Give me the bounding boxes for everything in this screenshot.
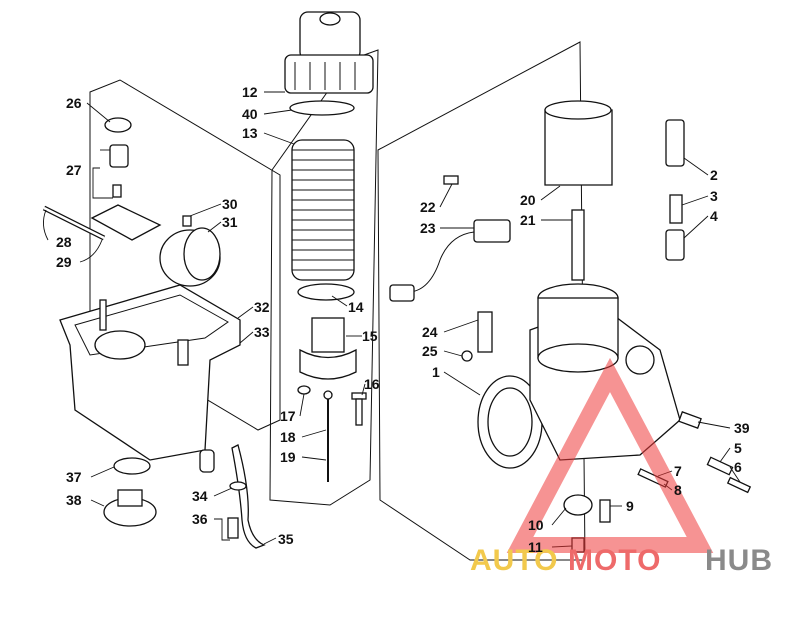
label-19: 19 bbox=[280, 449, 296, 465]
label-9: 9 bbox=[626, 498, 634, 514]
label-38: 38 bbox=[66, 492, 82, 508]
float bbox=[159, 215, 221, 287]
float-pin-arm bbox=[42, 204, 162, 241]
label-34: 34 bbox=[192, 488, 208, 504]
drain-plug bbox=[103, 457, 157, 527]
label-10: 10 bbox=[528, 517, 544, 533]
label-22: 22 bbox=[420, 199, 436, 215]
leader-lines bbox=[43, 91, 741, 548]
label-15: 15 bbox=[362, 328, 378, 344]
label-23: 23 bbox=[420, 220, 436, 236]
watermark-moto: MOTO bbox=[568, 544, 661, 577]
throttle-sensor bbox=[389, 219, 511, 302]
label-31: 31 bbox=[222, 214, 238, 230]
label-16: 16 bbox=[364, 376, 380, 392]
retainer-plate bbox=[297, 283, 355, 301]
label-21: 21 bbox=[520, 212, 536, 228]
throttle-slide bbox=[544, 100, 613, 281]
label-1: 1 bbox=[432, 364, 440, 380]
small-fasteners bbox=[443, 175, 493, 362]
jet-needle bbox=[297, 385, 333, 482]
label-4: 4 bbox=[710, 208, 718, 224]
label-25: 25 bbox=[422, 343, 438, 359]
cap-o-ring bbox=[289, 100, 355, 116]
label-7: 7 bbox=[674, 463, 682, 479]
label-3: 3 bbox=[710, 188, 718, 204]
label-5: 5 bbox=[734, 440, 742, 456]
label-14: 14 bbox=[348, 299, 364, 315]
automotohub-watermark: AUTO MOTO HUB bbox=[470, 357, 773, 577]
label-35: 35 bbox=[278, 531, 294, 547]
label-17: 17 bbox=[280, 408, 296, 424]
part-labels: 12 40 13 14 15 16 17 18 19 26 27 28 29 3… bbox=[56, 84, 750, 555]
choke-plunger bbox=[665, 119, 685, 261]
carb-cap bbox=[284, 11, 374, 94]
needle-screw bbox=[351, 392, 367, 426]
label-11: 11 bbox=[528, 539, 543, 555]
label-40: 40 bbox=[242, 106, 258, 122]
label-28: 28 bbox=[56, 234, 72, 250]
label-30: 30 bbox=[222, 196, 238, 212]
label-26: 26 bbox=[66, 95, 82, 111]
label-8: 8 bbox=[674, 482, 682, 498]
label-37: 37 bbox=[66, 469, 82, 485]
label-27: 27 bbox=[66, 162, 82, 178]
watermark-auto: AUTO bbox=[470, 544, 558, 577]
drain-hose bbox=[227, 444, 266, 549]
watermark-triangle bbox=[506, 357, 714, 553]
label-18: 18 bbox=[280, 429, 296, 445]
label-36: 36 bbox=[192, 511, 208, 527]
label-39: 39 bbox=[734, 420, 750, 436]
label-29: 29 bbox=[56, 254, 72, 270]
label-13: 13 bbox=[242, 125, 258, 141]
float-needle-valve bbox=[104, 117, 132, 198]
label-6: 6 bbox=[734, 459, 742, 475]
float-bowl bbox=[59, 284, 241, 473]
label-12: 12 bbox=[242, 84, 258, 100]
label-2: 2 bbox=[710, 167, 718, 183]
label-24: 24 bbox=[422, 324, 438, 340]
throttle-spring bbox=[291, 139, 355, 281]
needle-holder bbox=[299, 317, 357, 380]
label-32: 32 bbox=[254, 299, 270, 315]
watermark-hub: HUB bbox=[705, 544, 773, 577]
label-33: 33 bbox=[254, 324, 270, 340]
label-20: 20 bbox=[520, 192, 536, 208]
